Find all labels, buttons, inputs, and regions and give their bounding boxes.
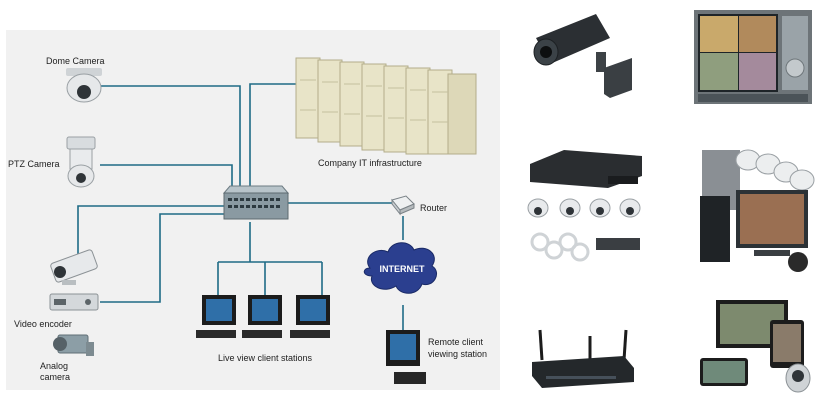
video-encoder-label: Video encoder <box>14 319 72 329</box>
cctv-system-bundle-photo <box>694 146 822 274</box>
client-station-icon <box>290 295 330 338</box>
analog-camera-icon <box>53 334 94 356</box>
router-label: Router <box>420 203 447 213</box>
nvr-kit-photo <box>524 146 648 268</box>
remote-client-label-line2: viewing station <box>428 349 487 359</box>
client-station-icon <box>242 295 282 338</box>
network-switch-icon <box>222 185 290 220</box>
ptz-camera-icon <box>66 136 96 188</box>
video-encoder-icon <box>49 293 99 311</box>
remote-client-icon <box>386 330 426 384</box>
client-station-icon <box>196 295 236 338</box>
server-rack-icon <box>295 57 477 155</box>
wireless-router-photo <box>528 326 638 392</box>
dvr-monitor-screen-photo <box>694 10 812 104</box>
analog-camera-label-line1: Analog <box>40 361 68 371</box>
ptz-camera-label: PTZ Camera <box>8 159 60 169</box>
dome-camera-icon <box>66 68 102 103</box>
analog-camera-label-line2: camera <box>40 372 70 382</box>
internet-label: INTERNET <box>380 264 426 274</box>
live-view-label: Live view client stations <box>218 353 313 363</box>
connection-lines <box>77 83 404 330</box>
mobile-devices-photo <box>694 298 822 394</box>
bullet-camera-photo <box>528 8 638 98</box>
dome-camera-label: Dome Camera <box>46 56 105 66</box>
internet-cloud-icon <box>363 242 437 294</box>
box-camera-icon <box>50 249 98 285</box>
router-icon <box>391 195 415 216</box>
company-it-label: Company IT infrastructure <box>318 158 422 168</box>
remote-client-label-line1: Remote client <box>428 337 484 347</box>
